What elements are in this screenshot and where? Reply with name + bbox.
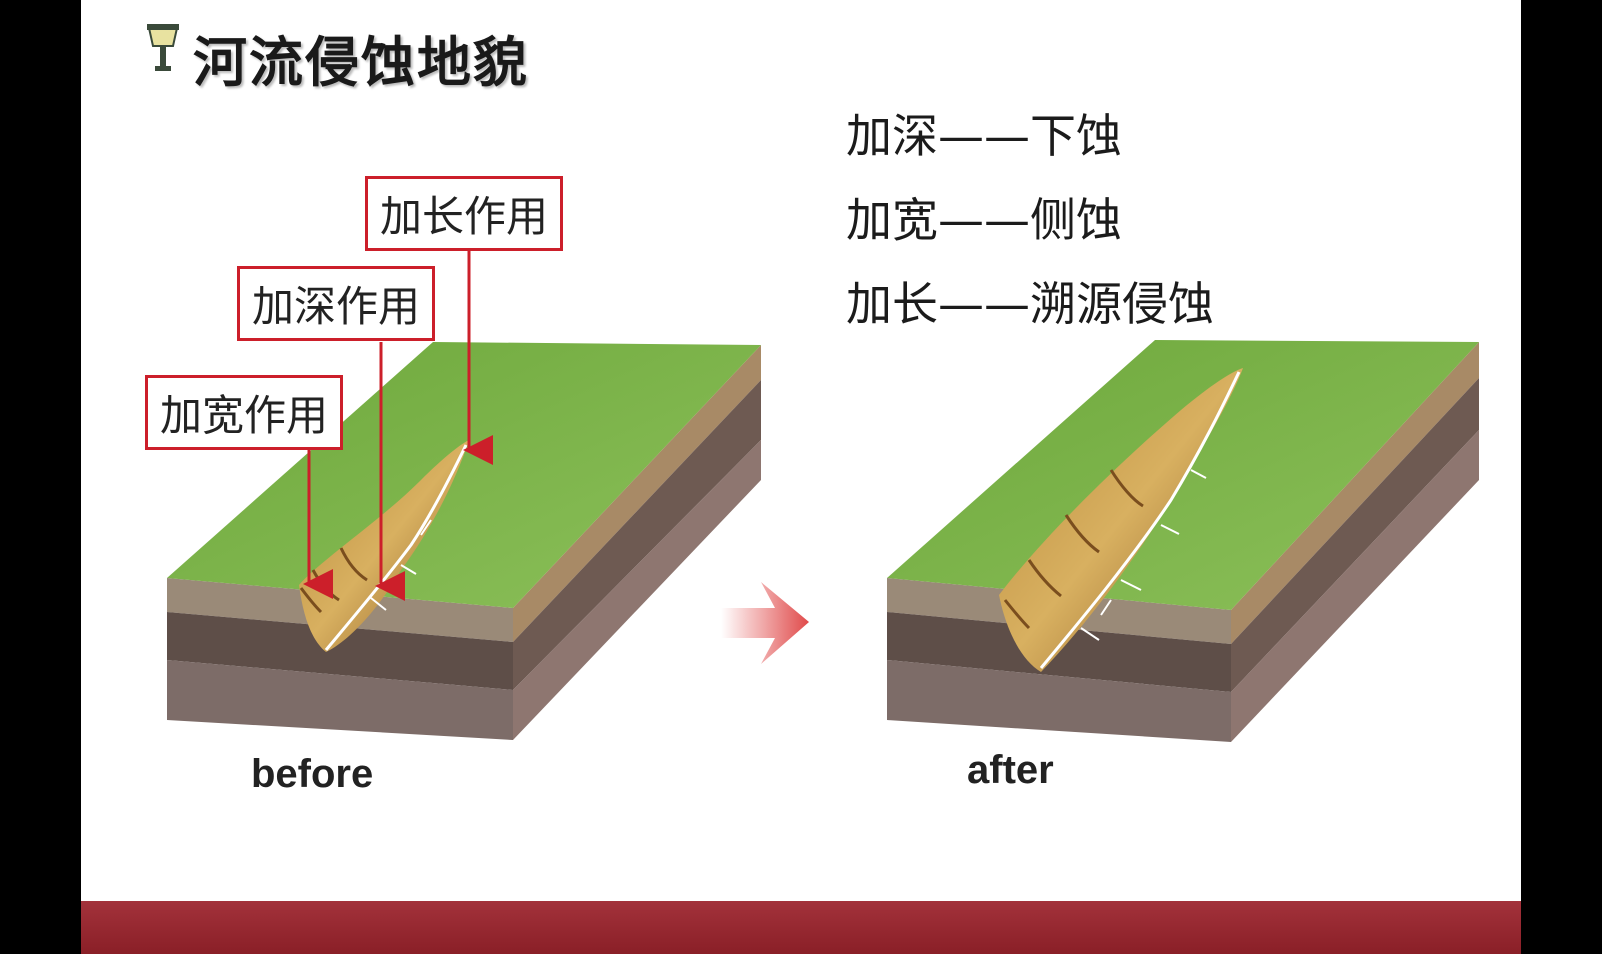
erosion-diagram [167, 245, 1479, 742]
lamp-icon [147, 24, 179, 71]
after-layer-rock-dark-side [1231, 378, 1479, 692]
after-tributaries [1080, 469, 1207, 641]
slide: 河流侵蚀地貌 加深——下蚀 加宽——侧蚀 加长——溯源侵蚀 [81, 0, 1521, 954]
caption-after: after [967, 748, 1054, 792]
tributaries [370, 519, 432, 611]
arrow-right-icon [721, 582, 809, 664]
valley [299, 440, 469, 652]
layer-rock-mid-side [513, 440, 761, 740]
layer-rock-dark-front [167, 612, 513, 690]
callout-widen: 加宽作用 [145, 375, 344, 450]
river [324, 444, 468, 651]
after-river [1039, 371, 1241, 669]
callout-deepen: 加深作用 [237, 266, 436, 341]
layer-rock-mid-front [167, 660, 513, 740]
term-lengthen: 加长——溯源侵蚀 [846, 277, 1214, 331]
callout-lengthen: 加长作用 [365, 176, 564, 251]
term-deepen: 加深——下蚀 [846, 109, 1122, 163]
before-block [167, 245, 761, 740]
caption-before: before [251, 752, 374, 796]
grass-top [167, 342, 761, 608]
page-title: 河流侵蚀地貌 [193, 30, 529, 94]
layer-soil-side [513, 345, 761, 642]
layer-rock-dark-side [513, 380, 761, 690]
after-block [887, 340, 1479, 742]
term-widen: 加宽——侧蚀 [846, 193, 1122, 247]
after-layer-soil-side [1231, 342, 1479, 644]
after-valley-ridges [1003, 469, 1144, 630]
footer-bar [81, 901, 1521, 954]
after-layer-rock-mid-side [1231, 430, 1479, 742]
after-layer-rock-mid-front [887, 660, 1231, 742]
